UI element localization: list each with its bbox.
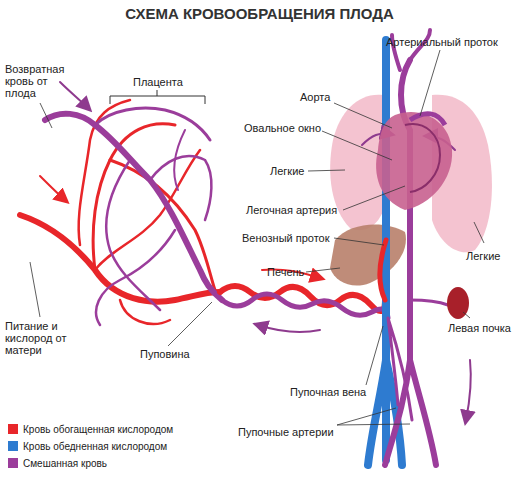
part-label: Овальное окно: [244, 122, 334, 134]
part-label: Пупочные артерии: [238, 426, 348, 438]
legend-text: Кровь обогащенная кислородом: [23, 424, 173, 435]
legend-swatch: [8, 458, 18, 468]
legend-text: Смешанная кровь: [23, 458, 107, 469]
legend-swatch: [8, 441, 18, 451]
legend-row: Кровь обогащенная кислородом: [8, 424, 173, 436]
part-label: Венозный проток: [242, 232, 342, 244]
part-label: Пупочная вена: [290, 386, 380, 398]
legend-row: Смешанная кровь: [8, 458, 107, 470]
part-label: Пуповина: [140, 348, 220, 360]
diagram-title: СХЕМА КРОВООБРАЩЕНИЯ ПЛОДА: [0, 5, 519, 22]
part-label: Легочная артерия: [246, 204, 356, 216]
legend-row: Кровь обедненная кислородом: [8, 441, 167, 453]
legend-swatch: [8, 424, 18, 434]
part-label: Артериальный проток: [386, 36, 511, 48]
part-label: Легкие: [270, 165, 330, 177]
part-label: Легкие: [466, 250, 516, 262]
part-label: Плацента: [133, 76, 213, 88]
part-label: Левая почка: [448, 322, 518, 334]
part-label: Питание и кислород от матери: [5, 320, 85, 356]
part-label: Аорта: [300, 91, 360, 103]
part-label: Возвратная кровь от плода: [5, 63, 77, 99]
part-label: Печень: [267, 266, 327, 278]
legend-text: Кровь обедненная кислородом: [23, 441, 167, 452]
